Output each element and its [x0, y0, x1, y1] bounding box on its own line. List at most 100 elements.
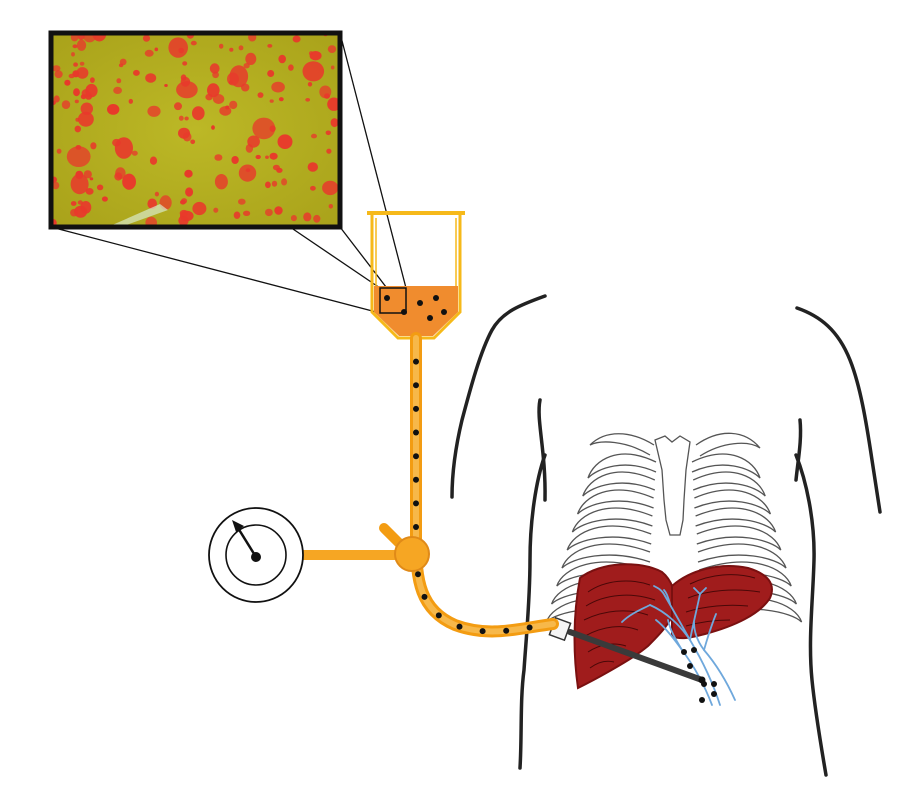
cell: [327, 45, 337, 53]
cell: [192, 106, 205, 121]
cell: [180, 74, 187, 81]
cell: [231, 156, 239, 164]
cell: [211, 125, 215, 130]
cell: [209, 63, 220, 74]
tube-particle: [413, 500, 419, 507]
tube-particle: [479, 628, 486, 635]
cell: [328, 204, 333, 209]
cell: [269, 99, 274, 103]
reservoir-particles: [384, 295, 447, 321]
cell: [64, 79, 71, 86]
cell: [327, 97, 340, 111]
tube-particle: [456, 623, 463, 630]
cell: [72, 44, 78, 49]
cell: [70, 201, 77, 206]
tube-particle: [413, 382, 419, 389]
cell: [271, 81, 285, 93]
inset-glare: [110, 204, 168, 228]
cell: [168, 37, 188, 58]
cell: [307, 82, 313, 87]
cell: [89, 177, 94, 181]
rib: [571, 507, 653, 533]
cell: [85, 188, 94, 195]
cell: [71, 52, 75, 57]
cell: [142, 34, 151, 42]
liver-right-lobe: [573, 563, 678, 690]
tube-particle: [413, 524, 419, 530]
right-side-outline: [794, 453, 828, 777]
cell: [267, 44, 273, 48]
cell: [178, 115, 184, 121]
cell: [322, 180, 339, 196]
cell: [277, 134, 293, 149]
cell: [192, 201, 207, 216]
sternum: [654, 435, 691, 536]
cell: [278, 54, 287, 64]
cell: [238, 45, 244, 51]
cell: [114, 137, 133, 159]
cell: [274, 206, 283, 215]
cell: [52, 65, 61, 72]
cell: [76, 39, 87, 51]
tube-particle: [413, 453, 419, 460]
cell-field-background: [51, 33, 340, 227]
cell: [330, 65, 335, 70]
cell: [90, 142, 97, 150]
rib: [694, 489, 772, 515]
right-shoulder-outline: [795, 306, 882, 514]
cell: [243, 62, 250, 69]
liver: [573, 563, 773, 690]
cell: [74, 125, 82, 133]
left-shoulder-outline: [450, 294, 547, 499]
cell: [255, 154, 261, 160]
tube-particle: [435, 612, 442, 619]
cell: [101, 196, 108, 202]
cell: [229, 65, 249, 88]
cell: [233, 211, 241, 219]
rib: [576, 489, 654, 515]
cell-field: [51, 33, 340, 227]
rib: [587, 453, 657, 479]
cell: [184, 169, 193, 178]
cell: [269, 152, 278, 160]
cell: [310, 185, 316, 191]
cell: [309, 51, 322, 61]
cell: [83, 170, 92, 179]
cell: [74, 205, 88, 218]
cell: [184, 116, 189, 121]
cell: [281, 178, 288, 186]
cell: [243, 210, 251, 216]
cell: [245, 52, 257, 65]
cell: [313, 214, 321, 223]
rib: [697, 543, 787, 569]
cell: [52, 181, 60, 190]
cell: [303, 212, 312, 222]
cell: [213, 207, 219, 213]
pressure-gauge: [208, 507, 304, 603]
tube-particle: [415, 571, 421, 578]
cell: [145, 73, 157, 83]
cell: [238, 164, 257, 182]
cell: [56, 148, 62, 154]
cell: [330, 118, 339, 128]
cell: [214, 154, 223, 161]
cell: [325, 130, 331, 136]
cell: [319, 85, 332, 99]
cell: [292, 35, 301, 43]
tube-particle: [413, 429, 419, 436]
cell: [212, 94, 225, 104]
cell: [113, 86, 122, 94]
cell: [219, 43, 224, 49]
cell: [207, 83, 220, 98]
cell: [80, 102, 94, 115]
tube-highlight: [413, 335, 556, 635]
liver-left-lobe: [671, 565, 773, 640]
cell: [265, 155, 269, 159]
cell: [76, 67, 89, 79]
cell: [182, 61, 188, 66]
microscope-inset: [48, 30, 343, 230]
cell: [66, 146, 91, 168]
rib: [692, 471, 766, 497]
tube-particle: [413, 405, 419, 412]
gauge-line: [300, 550, 400, 560]
